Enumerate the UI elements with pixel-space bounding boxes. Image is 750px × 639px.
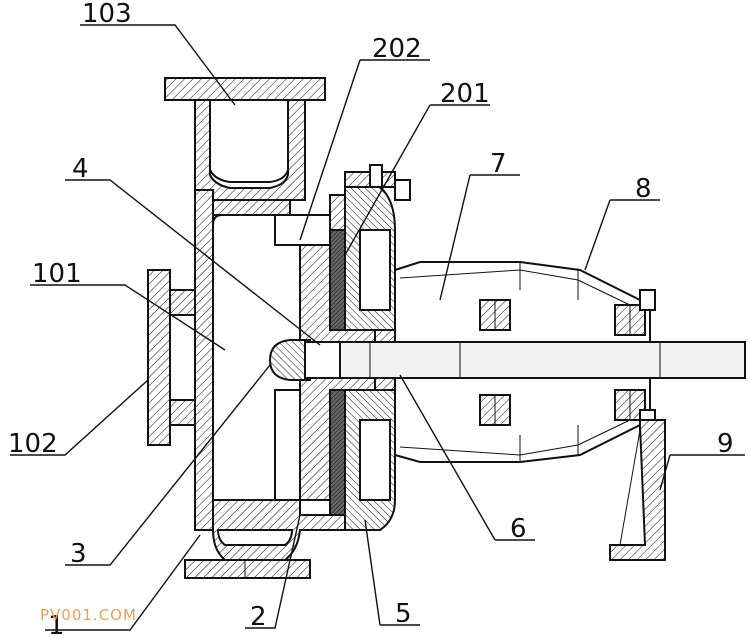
label-5: 5 [395,599,412,629]
label-201: 201 [440,79,490,109]
label-6: 6 [510,514,527,544]
label-8: 8 [635,174,652,204]
label-7: 7 [490,149,507,179]
label-3: 3 [70,539,87,569]
watermark-text: PV001.COM [40,606,137,624]
leader-lines [10,24,745,631]
pump-cover [344,164,411,531]
label-103: 103 [82,0,132,29]
label-102: 102 [8,429,58,459]
label-202: 202 [372,34,422,64]
label-9: 9 [717,429,734,459]
pump-shaft [339,341,746,379]
part-labels: 103 202 201 4 7 8 101 102 9 3 6 2 5 1 [8,0,734,639]
support-bracket [609,419,666,561]
label-4: 4 [72,154,89,184]
label-1: 1 [48,611,65,639]
label-101: 101 [32,259,82,289]
label-2: 2 [250,602,267,632]
impeller-nut [268,339,341,381]
